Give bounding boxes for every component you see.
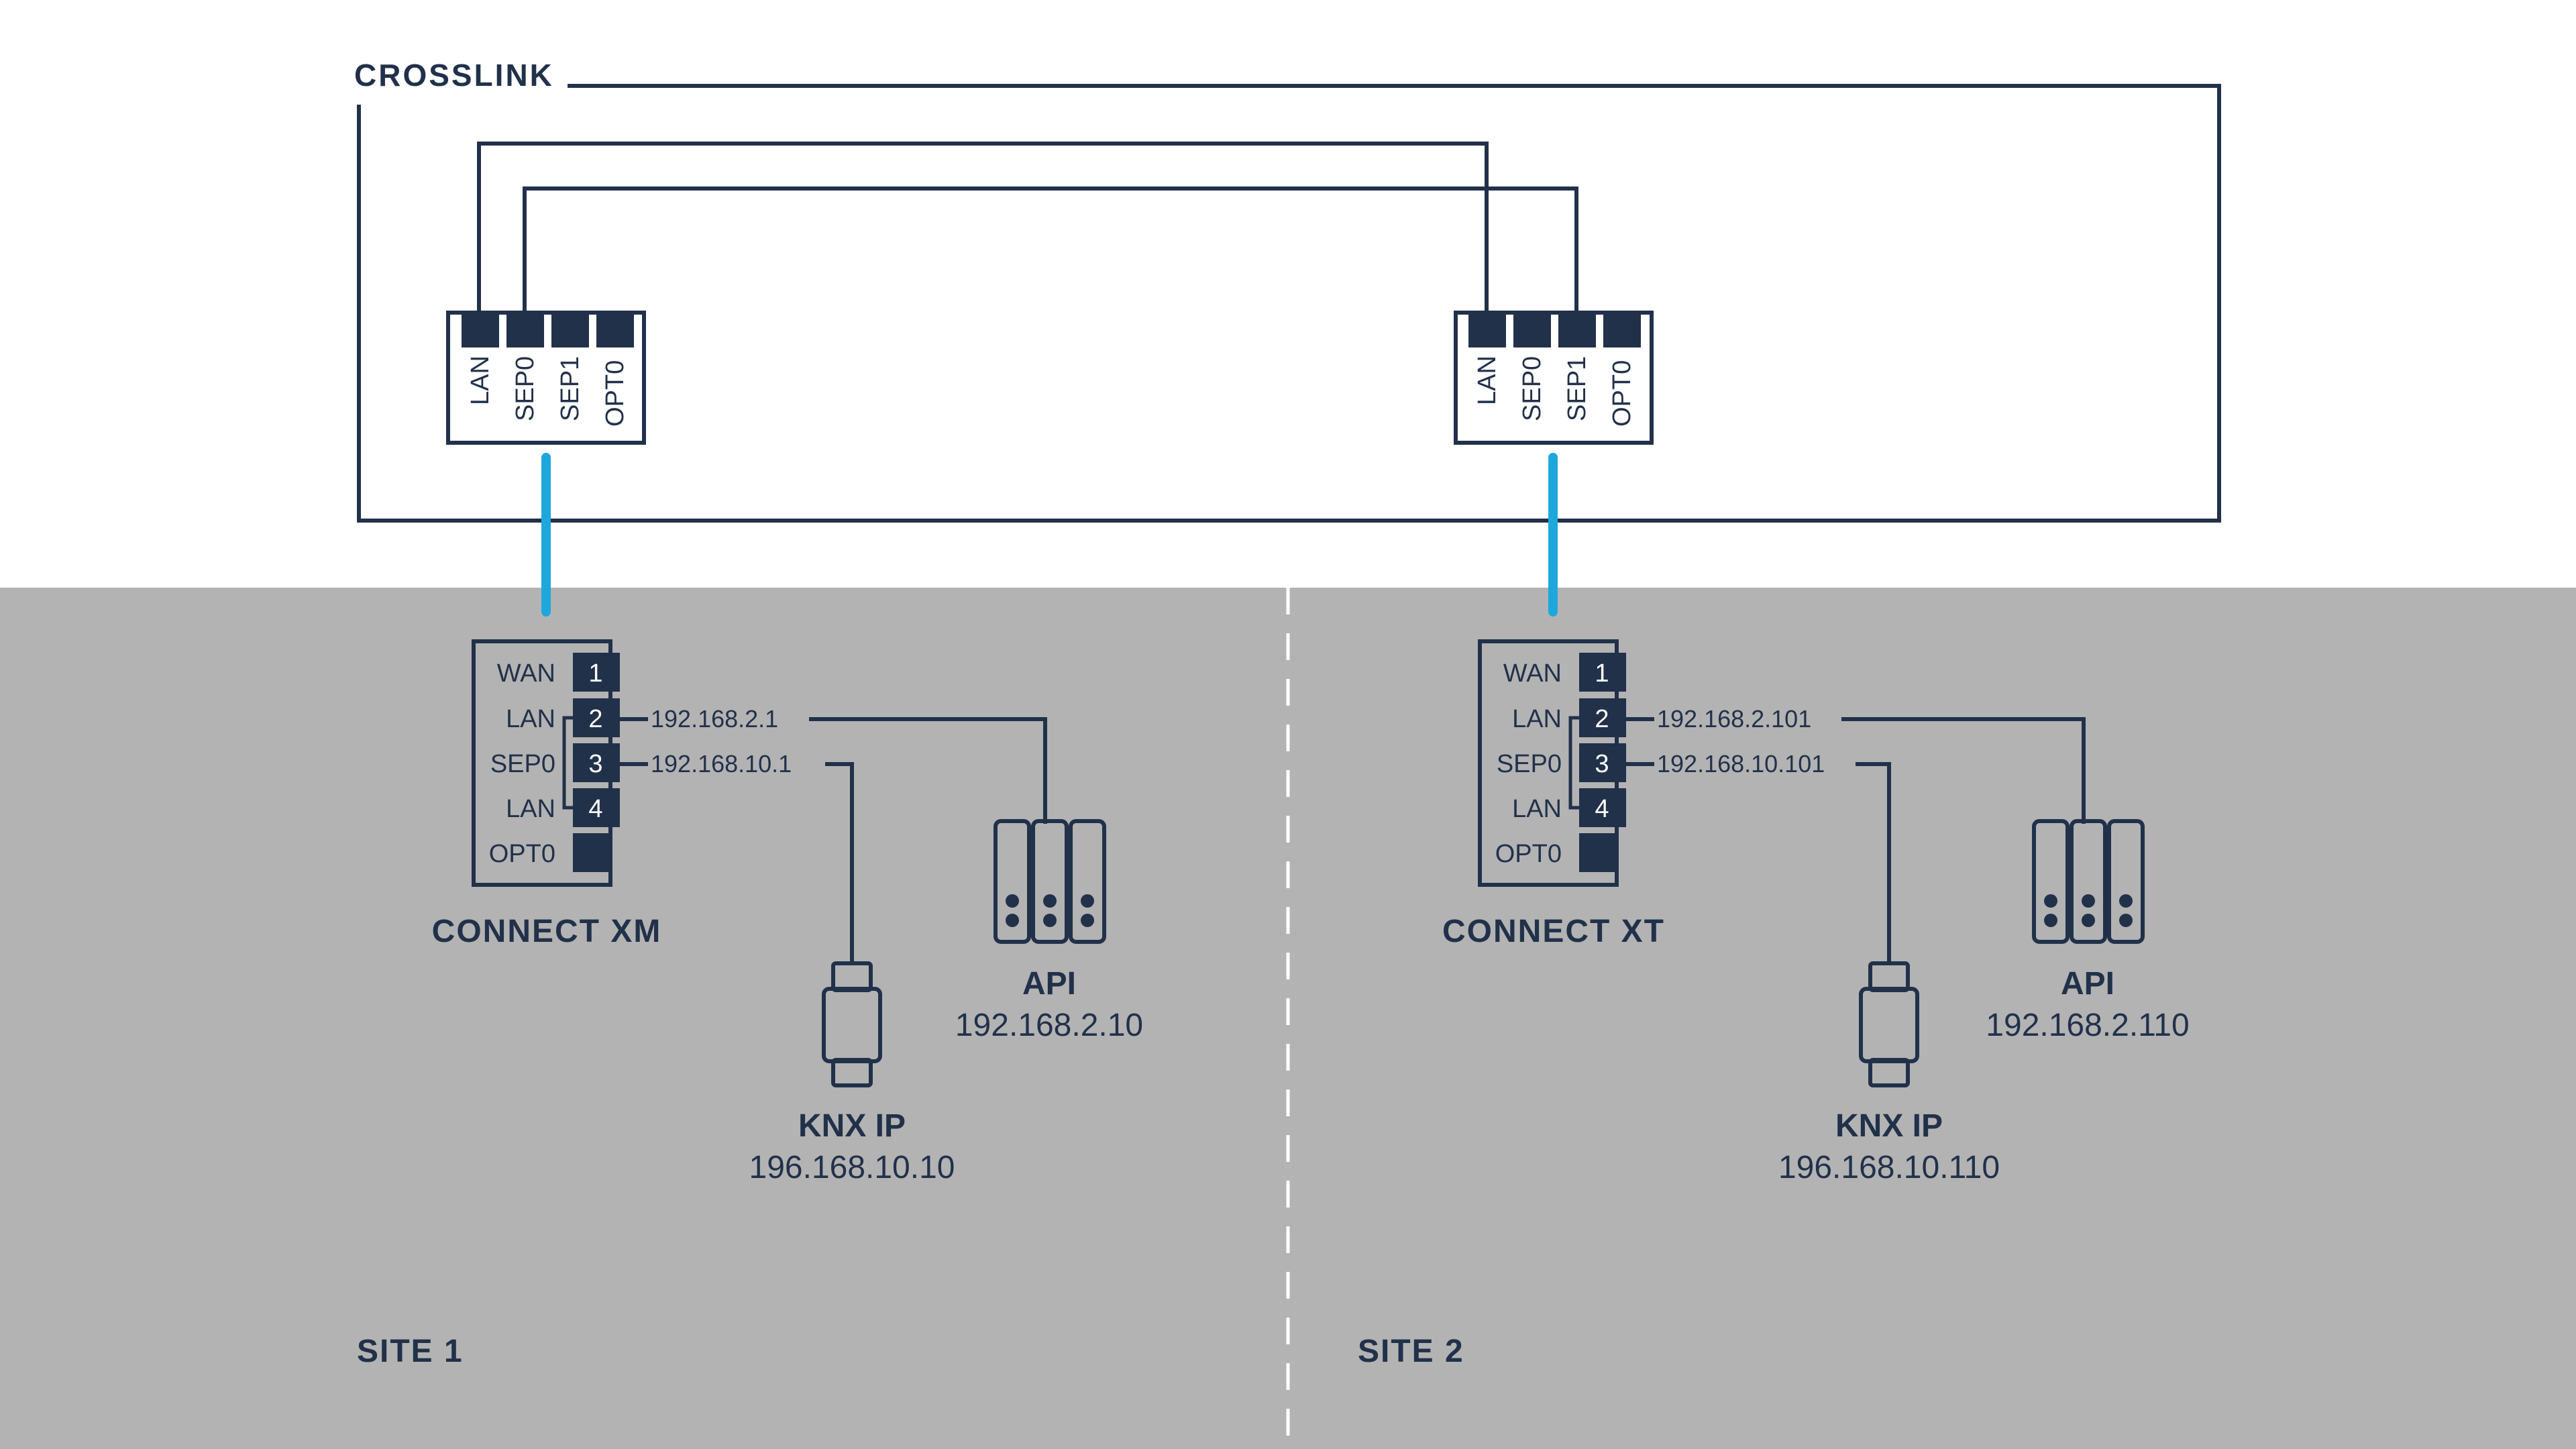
router-port-label: LAN: [1512, 705, 1562, 733]
router-port-label: OPT0: [1495, 840, 1562, 868]
switch-port-label: LAN: [1473, 356, 1501, 405]
router-port-number: 1: [588, 659, 602, 688]
router-port-number: 4: [1595, 795, 1609, 823]
site2-router-name: CONNECT XT: [1442, 914, 1665, 949]
site1-knx-name: KNX IP: [798, 1108, 906, 1144]
site2-lan-ip: 192.168.2.101: [1657, 705, 1811, 733]
site2-router: 1 2 3 4 WAN LAN SEP0 LAN OPT0: [1478, 639, 1626, 887]
switch-port-label: OPT0: [601, 360, 629, 427]
server-rack-icon: [994, 819, 1106, 944]
switch-port-opt0: [1603, 313, 1641, 347]
switch-port-sep1: [1558, 313, 1596, 347]
switch-port-sep1: [551, 313, 589, 347]
router-port-2: [1579, 698, 1626, 737]
site1-knx-ip: 196.168.10.10: [749, 1150, 955, 1185]
site1-lan-ip: 192.168.2.1: [651, 705, 778, 733]
crosslink-group: [357, 84, 2221, 523]
crosslink-switch-left: LAN SEP0 SEP1 OPT0: [446, 311, 646, 445]
site2-api-ip: 192.168.2.110: [1986, 1008, 2189, 1043]
switch-port-label: SEP0: [511, 356, 539, 421]
site1-label: SITE 1: [357, 1334, 464, 1369]
site1-api-name: API: [1022, 966, 1076, 1002]
knx-device-icon: [1859, 961, 1919, 1087]
router-port-opt0: [1579, 833, 1618, 872]
site2-knx-name: KNX IP: [1835, 1108, 1943, 1144]
router-port-number: 2: [1595, 705, 1609, 733]
switch-port-label: SEP0: [1518, 356, 1546, 421]
router-port-4: [573, 788, 620, 827]
router-port-3: [1579, 743, 1626, 782]
router-port-label: OPT0: [489, 840, 555, 868]
router-port-label: LAN: [1512, 795, 1562, 823]
crosslink-lan-cable: [477, 142, 1489, 315]
router-port-opt0: [573, 833, 612, 872]
switch-port-sep0: [506, 313, 544, 347]
site2-sep-ip: 192.168.10.101: [1657, 750, 1825, 777]
site1-router-name: CONNECT XM: [432, 914, 662, 949]
router-port-label: LAN: [506, 705, 555, 733]
router-port-number: 4: [588, 795, 602, 823]
knx-device-icon: [822, 961, 882, 1087]
router-port-label: SEP0: [1497, 750, 1562, 778]
router-port-number: 3: [588, 750, 602, 778]
router-port-label: WAN: [497, 659, 555, 688]
diagram-background: [0, 0, 2576, 588]
router-port-number: 1: [1595, 659, 1609, 688]
site2-knx-ip: 196.168.10.110: [1778, 1150, 2000, 1185]
site1-sep-ip: 192.168.10.1: [651, 750, 792, 777]
router-port-2: [573, 698, 620, 737]
crosslink-frame: [357, 84, 2221, 523]
switch-port-lan: [462, 313, 499, 347]
switch-port-label: OPT0: [1608, 360, 1636, 427]
site1-api-ip: 192.168.2.10: [955, 1008, 1143, 1043]
switch-port-label: SEP1: [556, 356, 584, 421]
switch-port-lan: [1468, 313, 1506, 347]
switch-port-label: LAN: [466, 356, 494, 405]
router-port-label: SEP0: [490, 750, 555, 778]
crosslink-sep-cable: [523, 186, 1578, 315]
router-port-1: [573, 653, 620, 692]
site1-router: 1 2 3 4 WAN LAN SEP0 LAN OPT0: [472, 639, 620, 887]
router-port-number: 2: [588, 705, 602, 733]
router-port-1: [1579, 653, 1626, 692]
router-port-4: [1579, 788, 1626, 827]
site2-wiring: [1626, 717, 2086, 963]
router-bridge: [562, 716, 573, 810]
site1-wiring: [620, 717, 1047, 963]
server-rack-icon: [2032, 819, 2145, 944]
site2-api-name: API: [2061, 966, 2114, 1002]
router-bridge: [1568, 716, 1579, 810]
site2-label: SITE 2: [1358, 1334, 1464, 1369]
switch-port-opt0: [596, 313, 634, 347]
router-port-label: WAN: [1503, 659, 1562, 688]
router-port-number: 3: [1595, 750, 1609, 778]
router-port-3: [573, 743, 620, 782]
router-port-label: LAN: [506, 795, 555, 823]
switch-port-sep0: [1513, 313, 1551, 347]
crosslink-switch-right: LAN SEP0 SEP1 OPT0: [1454, 311, 1654, 445]
crosslink-label: CROSSLINK: [354, 58, 554, 93]
switch-port-label: SEP1: [1563, 356, 1591, 421]
